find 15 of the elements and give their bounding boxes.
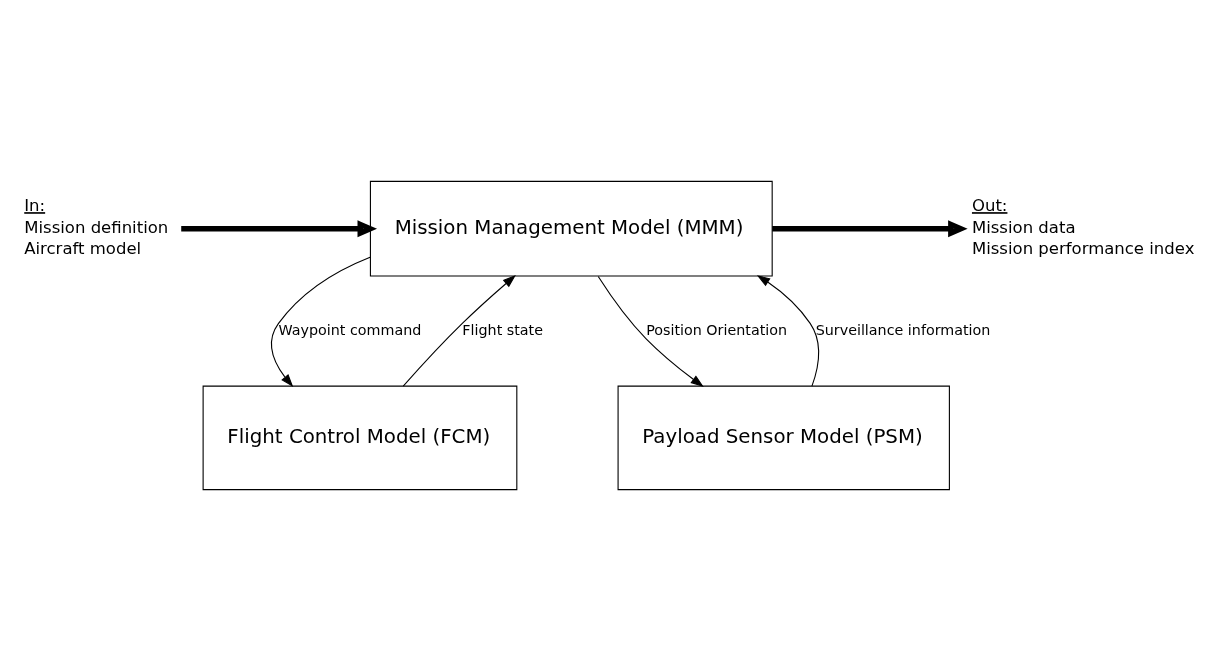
edge-label: Waypoint command [278,321,422,338]
node-box: Mission Management Model (MMM) [369,180,773,277]
arrow [756,275,820,387]
edge-label: Position Orientation [646,321,788,338]
edge-label: Surveillance information [815,321,991,338]
arrow [772,220,968,238]
arrow [270,256,371,388]
arrow [597,276,704,387]
arrow [181,220,378,238]
node-text: Out: Mission data Mission performance index [971,196,1195,259]
arrow [402,275,516,387]
node-box: Flight Control Model (FCM) [202,385,518,491]
node-box: Payload Sensor Model (PSM) [617,385,950,491]
node-text: In: Mission definition Aircraft model [24,196,169,259]
edge-label: Flight state [462,321,543,338]
